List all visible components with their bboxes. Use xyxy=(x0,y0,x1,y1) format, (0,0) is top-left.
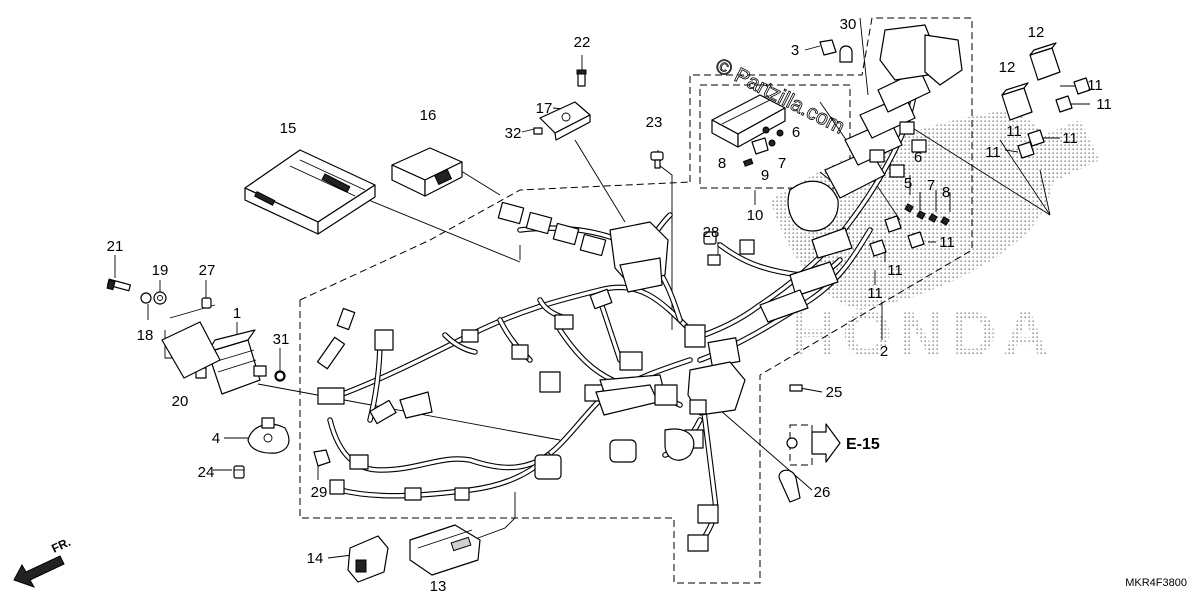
callout-10: 10 xyxy=(747,207,764,224)
callout-30: 30 xyxy=(840,16,857,33)
part-23-bolt xyxy=(650,151,664,169)
callout-17: 17 xyxy=(536,100,553,117)
callout-22: 22 xyxy=(574,34,591,51)
callout-18: 18 xyxy=(137,327,154,344)
part-16-control-unit xyxy=(391,147,463,197)
part-15-ecu xyxy=(244,149,376,235)
callout-32: 32 xyxy=(505,125,522,142)
callout-11-c: 11 xyxy=(1062,130,1078,147)
harness-connectors xyxy=(316,24,963,552)
callout-11-g: 11 xyxy=(867,285,883,302)
callout-11-e: 11 xyxy=(939,234,955,251)
part-1-relay-box xyxy=(195,329,267,395)
callout-31: 31 xyxy=(273,331,290,348)
diagram-code: MKR4F3800 xyxy=(1125,577,1187,589)
callout-25: 25 xyxy=(826,384,843,401)
callout-20: 20 xyxy=(172,393,189,410)
callout-7-b: 7 xyxy=(927,177,935,194)
part-13-cover xyxy=(409,524,481,576)
part-12-relay-b xyxy=(1001,82,1033,121)
part-10-relay-assembly xyxy=(711,94,786,167)
callout-6-b: 6 xyxy=(914,149,922,166)
callout-28: 28 xyxy=(703,224,720,241)
callout-6-a: 6 xyxy=(792,124,800,141)
callout-15: 15 xyxy=(280,120,297,137)
honda-wordmark: HONDA xyxy=(790,298,1055,370)
callout-9: 9 xyxy=(761,167,769,184)
callout-23: 23 xyxy=(646,114,663,131)
part-26-band xyxy=(778,469,801,503)
section-ref-label[interactable]: E-15 xyxy=(846,436,880,453)
callout-11-b: 11 xyxy=(1096,96,1112,113)
callout-14: 14 xyxy=(307,550,324,567)
part-14-cover xyxy=(347,535,389,583)
part-29-clip xyxy=(313,449,331,467)
callout-11-a: 11 xyxy=(1087,77,1103,94)
callout-24: 24 xyxy=(198,464,215,481)
callout-labels: 1 2 3 4 5 6 6 7 7 8 8 9 10 11 11 11 11 1… xyxy=(107,16,1112,595)
part-5-8-fuses xyxy=(904,203,950,226)
part-17-bracket xyxy=(533,69,591,141)
callout-11-f: 11 xyxy=(887,262,903,279)
part-11-fuses xyxy=(869,77,1091,257)
callout-8-b: 8 xyxy=(942,184,950,201)
callout-13: 13 xyxy=(430,578,447,595)
callout-1: 1 xyxy=(233,305,241,322)
callout-11-h: 11 xyxy=(1006,123,1022,140)
callout-5: 5 xyxy=(904,175,912,192)
callout-11-d: 11 xyxy=(985,144,1001,161)
callout-3: 3 xyxy=(791,42,799,59)
part-20-cover xyxy=(161,321,221,379)
callout-7-a: 7 xyxy=(778,155,786,172)
callout-12-b: 12 xyxy=(999,59,1016,76)
front-direction-indicator: FR. xyxy=(13,535,73,588)
direction-label: FR. xyxy=(49,535,72,556)
callout-26: 26 xyxy=(814,484,831,501)
callout-27: 27 xyxy=(199,262,216,279)
part-24-bolt xyxy=(233,465,245,479)
callout-4: 4 xyxy=(212,430,220,447)
part-4-bracket xyxy=(247,417,290,454)
part-3-clip xyxy=(819,39,837,56)
part-30-cap xyxy=(839,45,853,63)
callout-8-a: 8 xyxy=(718,155,726,172)
part-31-grommet xyxy=(275,371,285,381)
part-12-relay-a xyxy=(1029,42,1061,81)
part-25-screw xyxy=(789,384,803,392)
callout-19: 19 xyxy=(152,262,169,279)
callout-12-a: 12 xyxy=(1028,24,1045,41)
callout-2: 2 xyxy=(880,343,888,360)
part-28-connector xyxy=(703,231,717,245)
section-reference[interactable]: E-15 xyxy=(811,423,880,463)
e15-inset-screw xyxy=(786,437,798,449)
callout-21: 21 xyxy=(107,238,124,255)
callout-29: 29 xyxy=(311,484,328,501)
callout-16: 16 xyxy=(420,107,437,124)
